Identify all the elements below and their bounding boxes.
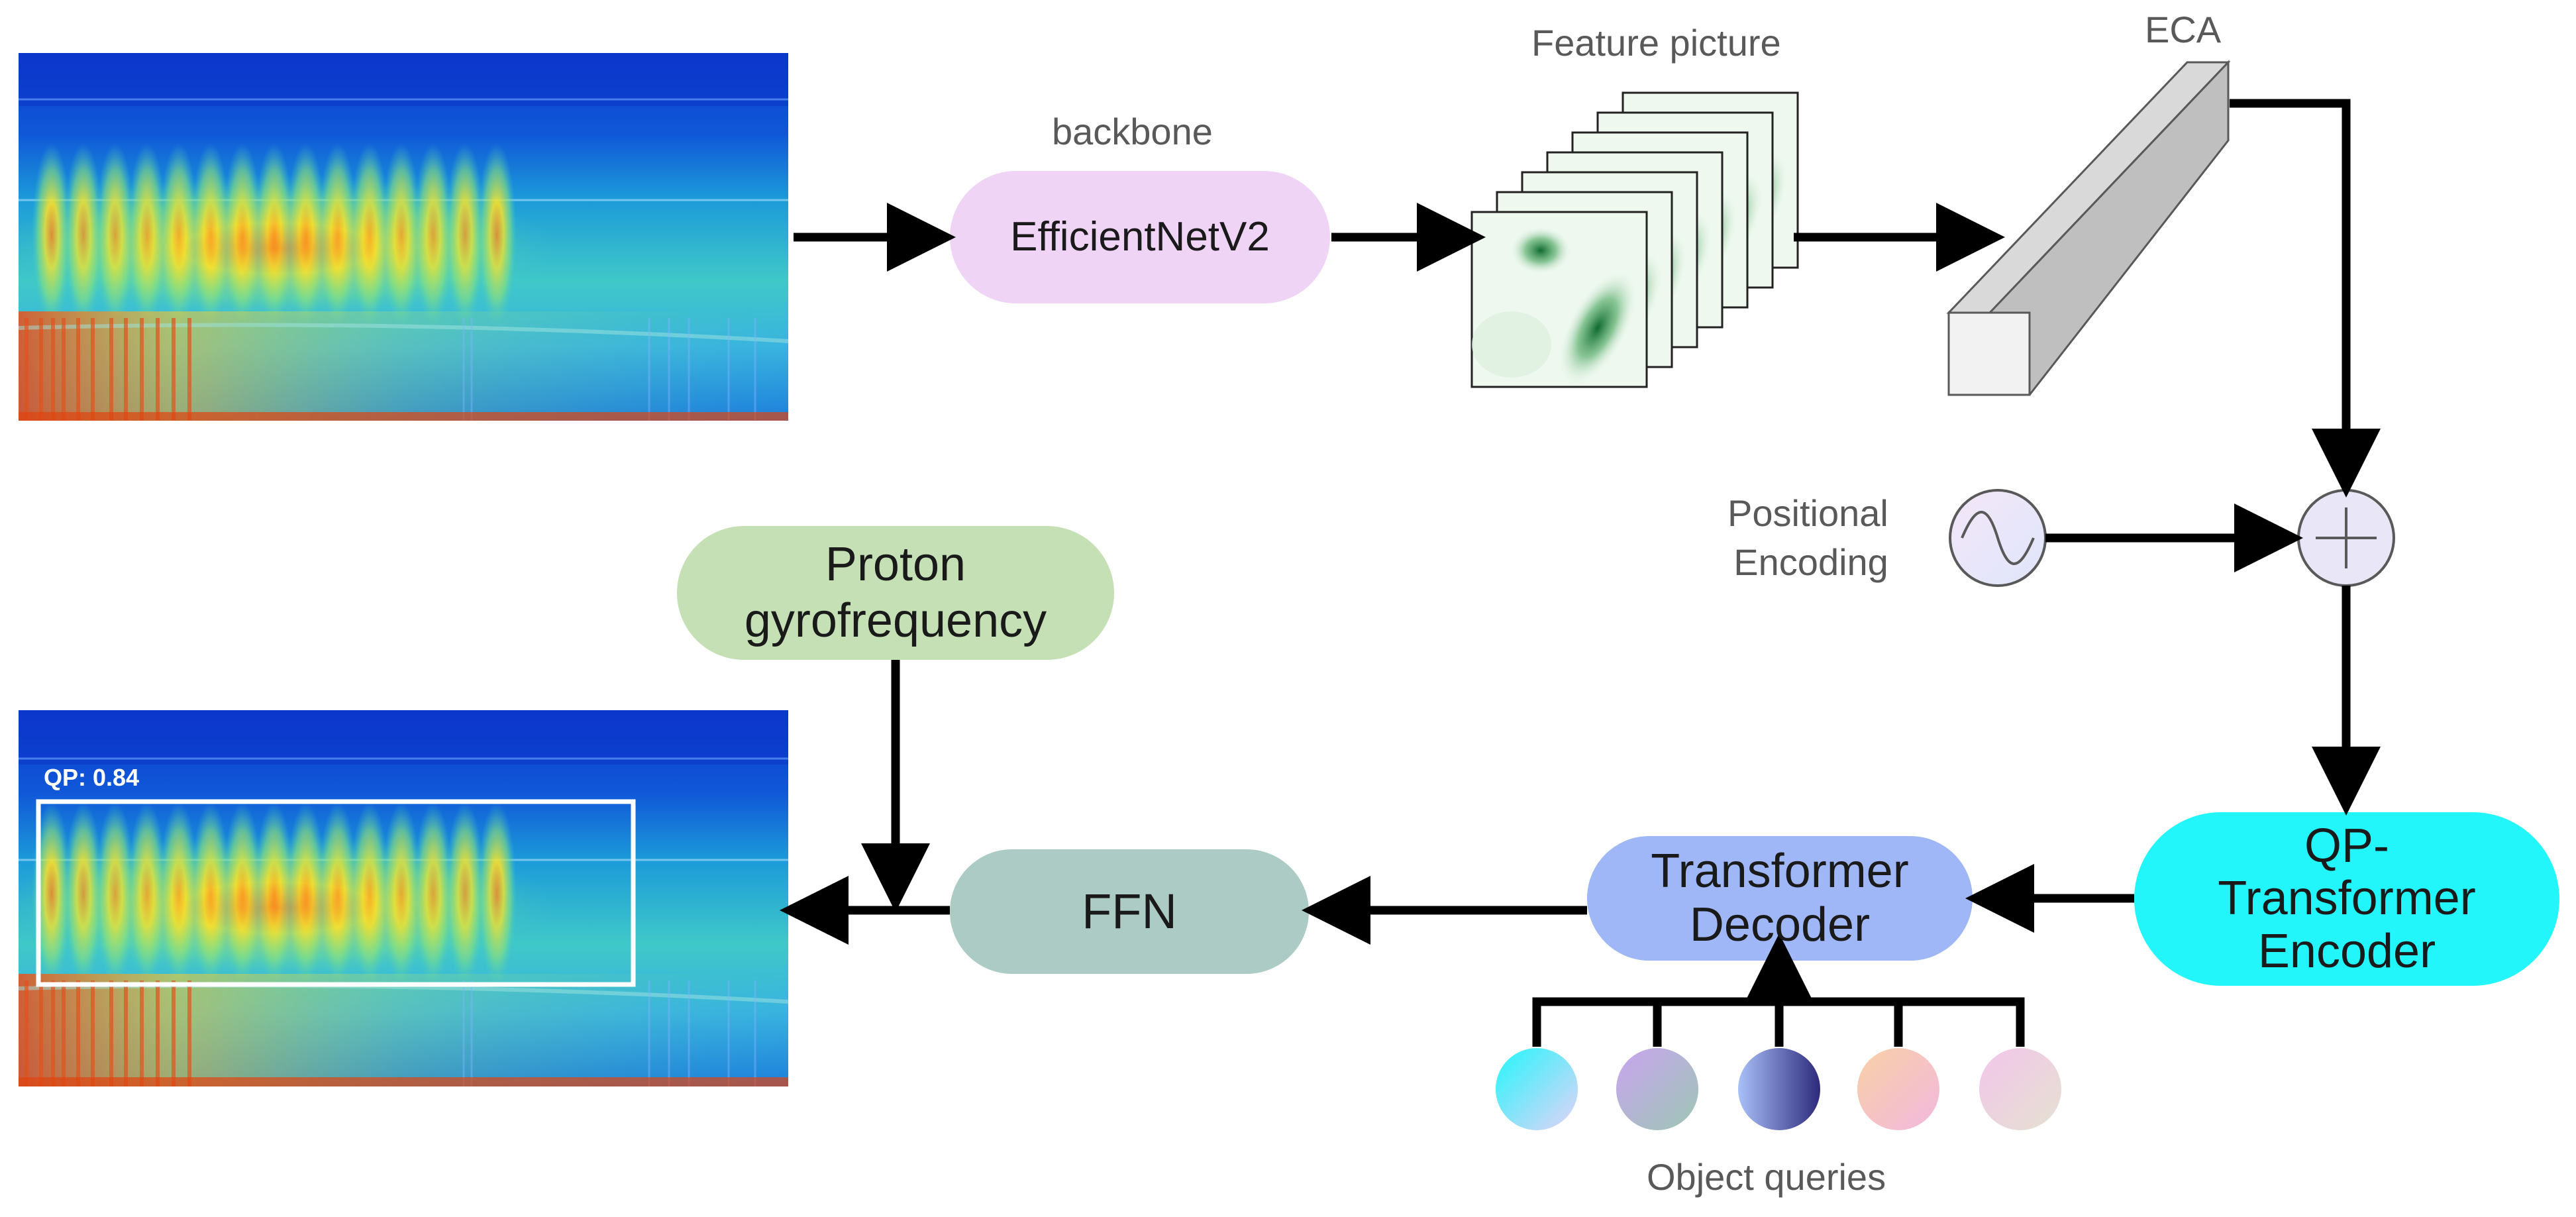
decoder-block: [1587, 836, 1973, 961]
burst-envelope: [19, 176, 556, 321]
positional-encoding-line2: Encoding: [1733, 541, 1888, 584]
output-spectrogram: [19, 710, 788, 1086]
feature-picture-label: Feature picture: [1531, 22, 1781, 64]
spectrogram-streaks: [25, 318, 756, 421]
ffn-label: FFN: [1082, 884, 1177, 939]
eca-block: [1946, 60, 2231, 396]
backbone-label: backbone: [1052, 111, 1213, 152]
sum-node: [2297, 489, 2395, 587]
positional-encoding-icon: [1949, 489, 2047, 587]
burst-envelope: [19, 835, 556, 980]
encoder-line2: Transformer: [2218, 872, 2476, 926]
decoder-text: Transformer Decoder: [1587, 836, 1973, 961]
proton-block: [677, 526, 1114, 660]
query-circle: [1738, 1048, 1820, 1130]
encoder-line3: Encoder: [2257, 924, 2436, 978]
feature-map-stack: [1470, 91, 1799, 388]
object-queries-label: Object queries: [1647, 1156, 1886, 1198]
encoder-block: [2134, 812, 2559, 986]
efficientnet-label: EfficientNetV2: [1010, 214, 1270, 260]
spectrogram-bursts: [19, 142, 556, 328]
eca-label: ECA: [2145, 9, 2222, 50]
positional-encoding-label: Positional Encoding: [1727, 489, 1888, 588]
proton-line1: Proton: [825, 538, 966, 592]
ffn-text: FFN: [950, 849, 1309, 974]
input-spectrogram: [19, 53, 788, 421]
efficientnet-block: [950, 171, 1330, 303]
proton-text: Proton gyrofrequency: [677, 526, 1114, 660]
feature-map: [1470, 211, 1648, 388]
object-queries: [1496, 1048, 2061, 1130]
positional-encoding-line1: Positional: [1727, 492, 1888, 534]
decoder-line2: Decoder: [1689, 898, 1871, 951]
spectrogram-streaks-detected: [25, 980, 756, 1086]
query-circle: [1496, 1048, 1578, 1130]
arrow-eca-to-sum: [2230, 99, 2381, 498]
query-circle: [1857, 1048, 1939, 1130]
ffn-block: [950, 849, 1309, 974]
decoder-line1: Transformer: [1651, 845, 1909, 898]
encoder-line1: QP-: [2304, 820, 2389, 873]
efficientnet-text: EfficientNetV2: [950, 171, 1330, 303]
arrows: [780, 99, 2381, 1047]
spectrogram-bursts-detected: [19, 802, 556, 987]
detection-caption: QP: 0.84: [44, 764, 139, 791]
sine-wave-icon: [1961, 511, 2035, 565]
encoder-text: QP- Transformer Encoder: [2134, 806, 2559, 992]
detection-box: [36, 799, 636, 987]
proton-line2: gyrofrequency: [744, 594, 1047, 647]
query-circle: [1616, 1048, 1698, 1130]
query-circle: [1979, 1048, 2061, 1130]
